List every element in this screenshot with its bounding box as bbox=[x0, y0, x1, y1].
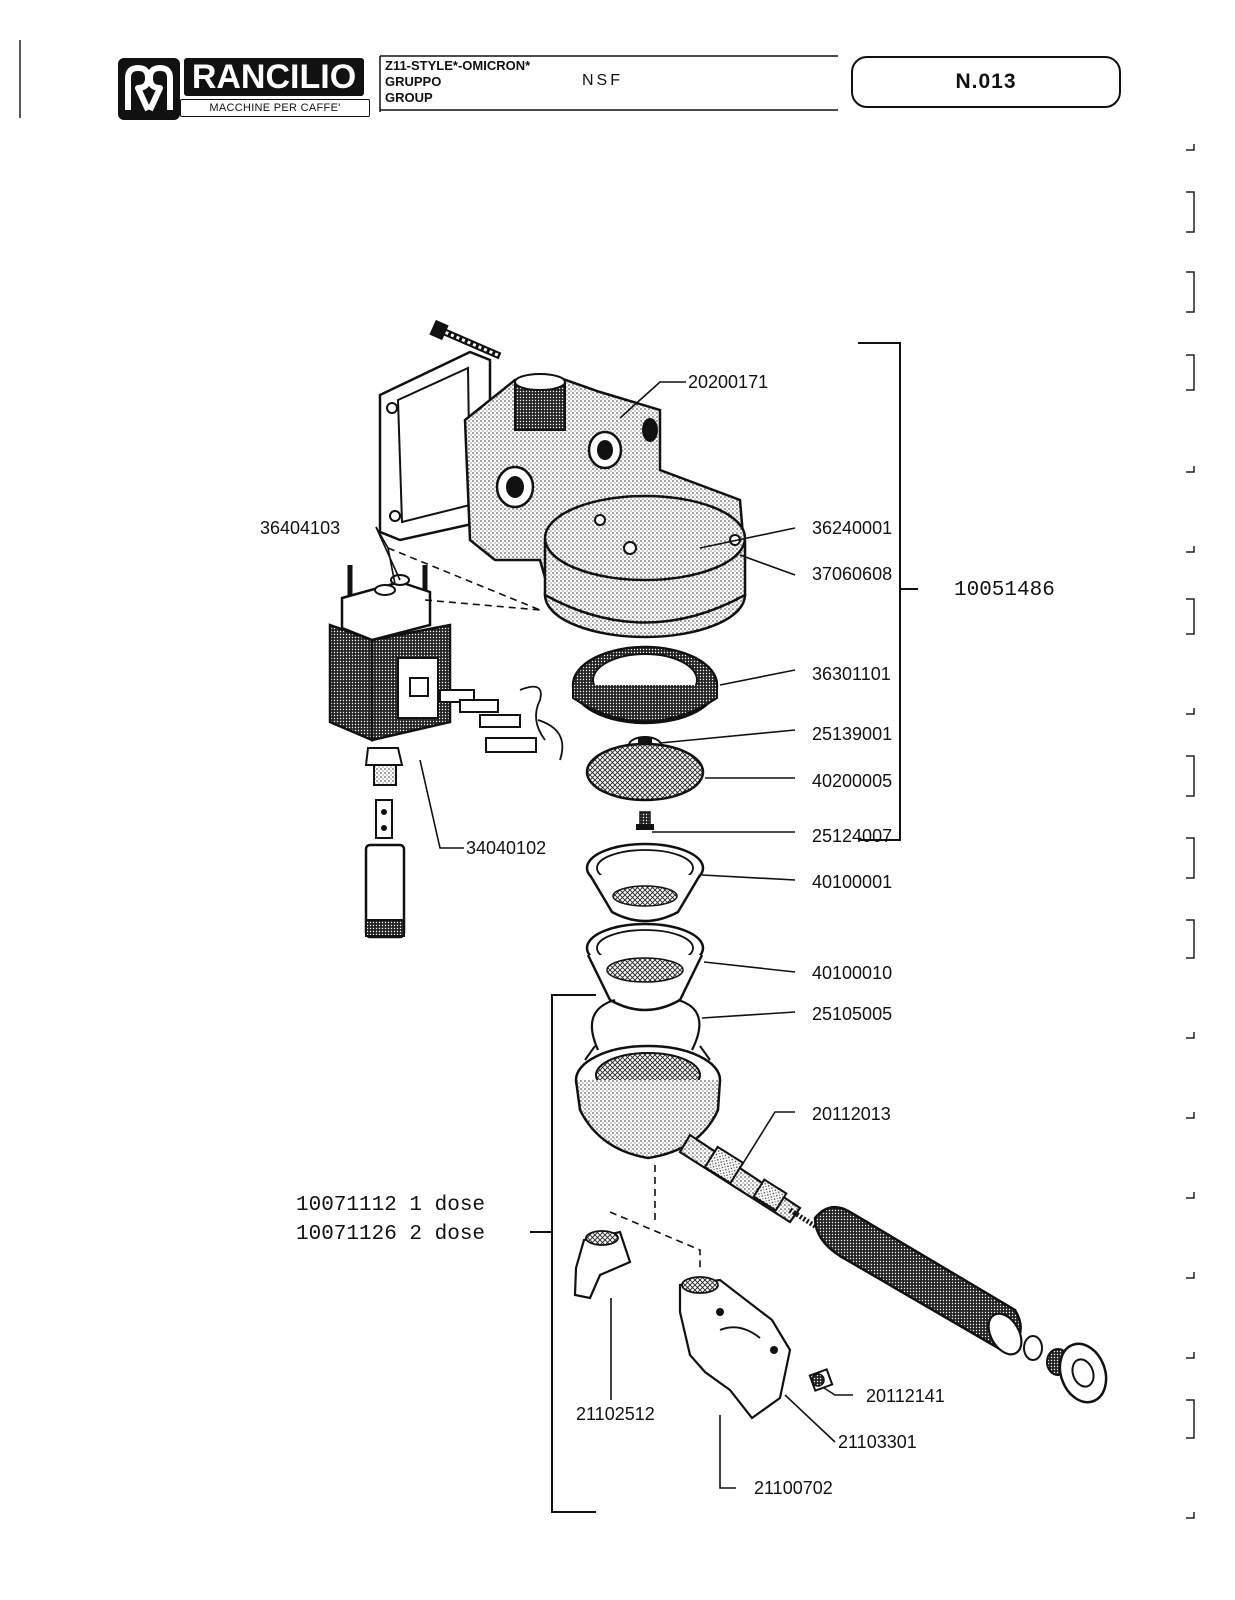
part-label-shower-screen: 40200005 bbox=[812, 771, 893, 791]
filter-basket-2dose bbox=[585, 922, 705, 1012]
group-gasket bbox=[571, 645, 719, 725]
assembly-bracket-portafilter bbox=[530, 994, 596, 1513]
mounting-bolt bbox=[429, 319, 502, 360]
spout-double bbox=[678, 1276, 792, 1420]
screen-screw bbox=[636, 811, 654, 830]
part-label-valve: 34040102 bbox=[466, 838, 547, 858]
retaining-spring bbox=[590, 998, 701, 1051]
filter-basket-1dose bbox=[585, 842, 705, 923]
label-english: GROUP bbox=[385, 90, 433, 105]
dashed-locator-lines bbox=[387, 547, 701, 1272]
label-italian: GRUPPO bbox=[385, 74, 442, 89]
model-line: Z11-STYLE*-OMICRON* bbox=[385, 58, 531, 73]
portafilter-body bbox=[574, 1044, 722, 1160]
group-head-body bbox=[463, 373, 747, 639]
shower-screen bbox=[585, 742, 705, 802]
nsf-certification: NSF bbox=[582, 72, 623, 89]
spout-single bbox=[573, 1230, 632, 1300]
spout-knob-screw bbox=[808, 1368, 834, 1392]
part-label-gasket-plate: 36240001 bbox=[812, 518, 893, 538]
part-label-knob-screw: 20112141 bbox=[866, 1386, 945, 1406]
header-rules bbox=[379, 55, 838, 112]
portafilter-code-2dose: 10071126 2 dose bbox=[296, 1223, 486, 1246]
sheet-number-box: N.013 bbox=[851, 56, 1121, 108]
brand-name: RANCILIO bbox=[184, 58, 364, 96]
portafilter-handle bbox=[678, 1133, 1108, 1404]
part-label-screw: 37060608 bbox=[812, 564, 893, 584]
part-label-filter-2dose: 40100010 bbox=[812, 963, 893, 983]
part-label-spout-double: 21100702 bbox=[754, 1478, 833, 1498]
part-label-screen-screw: 25124007 bbox=[812, 826, 893, 846]
part-label-portafilter: 20112013 bbox=[812, 1104, 891, 1124]
leader-lines bbox=[375, 381, 853, 1489]
portafilter-code-1dose: 10071112 1 dose bbox=[296, 1194, 486, 1217]
binder-margin-marks bbox=[19, 40, 1195, 1519]
part-label-filter-1dose: 40100001 bbox=[812, 872, 893, 892]
part-label-spring: 25105005 bbox=[812, 1004, 893, 1024]
logo-r-glyph-icon bbox=[125, 65, 173, 112]
solenoid-valve bbox=[328, 565, 564, 939]
part-label-screen-holder: 25139001 bbox=[812, 724, 893, 744]
part-label-spout-single: 21102512 bbox=[576, 1404, 655, 1424]
brand-tagline: MACCHINE PER CAFFE' bbox=[180, 99, 370, 117]
assembly-label: 10051486 bbox=[954, 579, 1055, 602]
assembly-bracket-upper bbox=[858, 342, 918, 841]
part-label-spout-cover: 21103301 bbox=[838, 1432, 917, 1452]
part-label-bolt: 36404103 bbox=[260, 518, 341, 538]
part-label-group-gasket: 36301101 bbox=[812, 664, 891, 684]
part-label-head: 20200171 bbox=[688, 372, 769, 392]
rancilio-logo-mark bbox=[118, 58, 180, 120]
